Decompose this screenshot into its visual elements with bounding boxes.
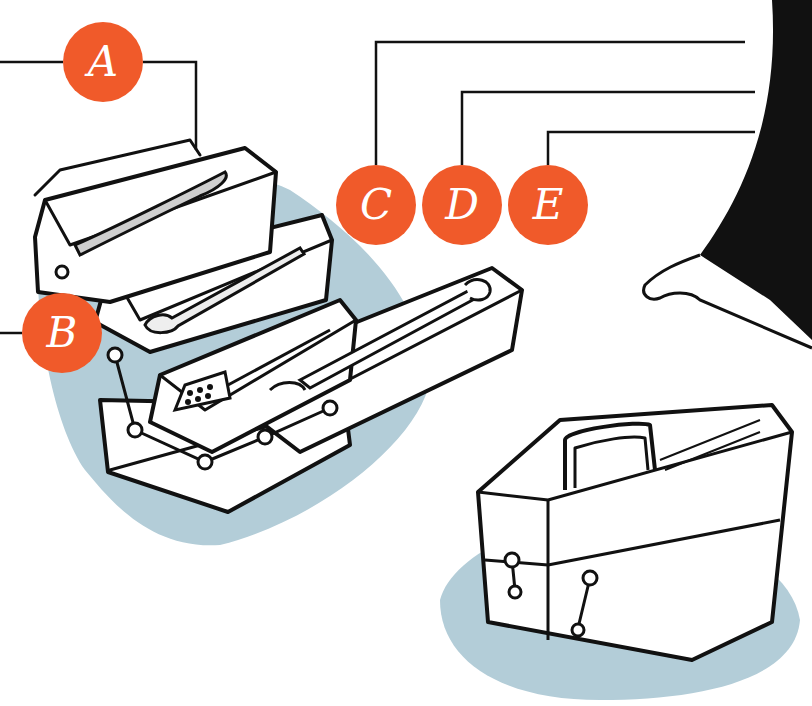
callout-letter: A bbox=[63, 22, 143, 102]
callout-letter: B bbox=[22, 293, 102, 373]
callout-letter: C bbox=[336, 165, 416, 245]
callout-letter: D bbox=[422, 165, 502, 245]
callout-letter: E bbox=[508, 165, 588, 245]
